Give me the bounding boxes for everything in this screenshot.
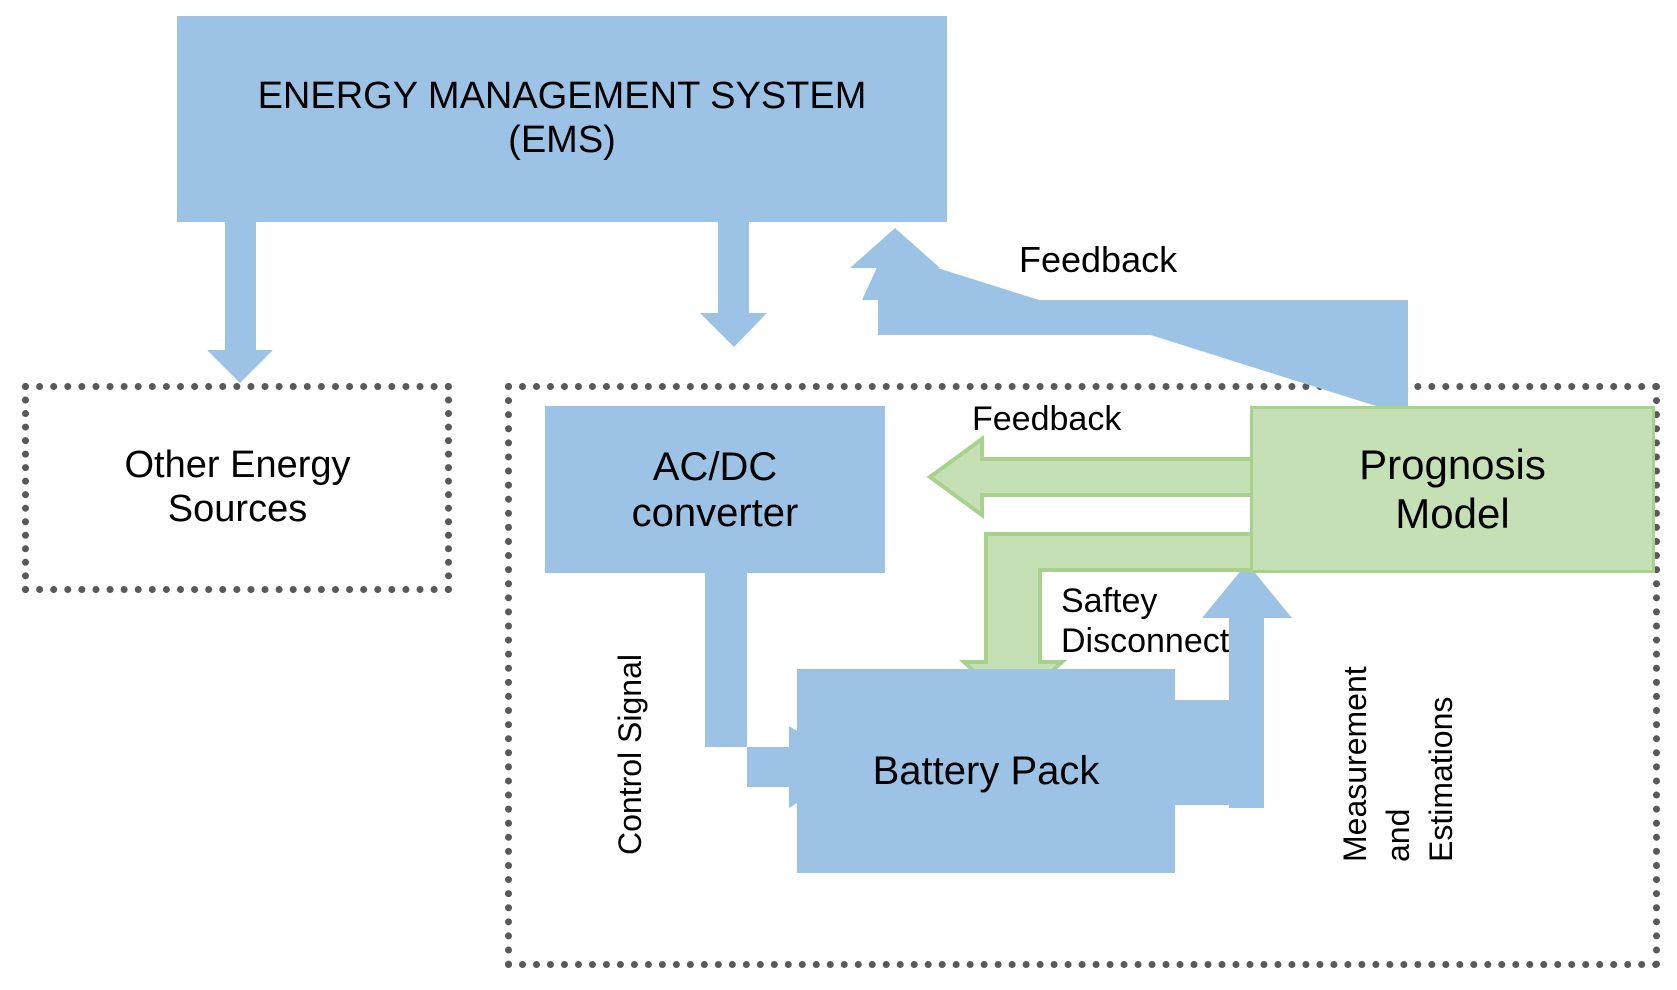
safety-disconnect-label-line2: Disconnect (1061, 622, 1230, 660)
arrow-prognosis-to-acdc-feedback (926, 435, 1254, 519)
battery-pack-label: Battery Pack (872, 749, 1100, 793)
acdc-converter-box[interactable]: AC/DC converter (545, 406, 885, 573)
prognosis-model-box[interactable]: Prognosis Model (1250, 406, 1655, 573)
acdc-label-line1: AC/DC (652, 444, 778, 489)
other-energy-sources-box[interactable]: Other Energy Sources (45, 400, 430, 575)
prognosis-label-line2: Model (1395, 489, 1510, 537)
measurement-estimations-label-line3: Estimations (1423, 696, 1459, 862)
measurement-estimations-label-line2: and (1380, 808, 1416, 862)
feedback-label-ems: Feedback (1019, 239, 1178, 280)
battery-pack-box[interactable]: Battery Pack (797, 669, 1175, 873)
ems-label-line1: ENERGY MANAGEMENT SYSTEM (257, 75, 867, 118)
ems-label-line2: (EMS) (508, 119, 616, 161)
arrow-battery-to-prognosis (1175, 563, 1292, 808)
measurement-estimations-label-line1: Measurement (1337, 666, 1373, 862)
arrow-ems-to-acdc (700, 222, 767, 347)
arrow-prognosis-to-ems-feedback (850, 228, 1408, 408)
arrow-ems-to-other-sources (207, 222, 273, 383)
safety-disconnect-label-line1: Saftey (1061, 582, 1158, 620)
ems-box[interactable]: ENERGY MANAGEMENT SYSTEM (EMS) (177, 16, 947, 222)
other-sources-label-line1: Other Energy (124, 443, 351, 486)
other-sources-group-border (22, 383, 452, 593)
acdc-label-line2: converter (631, 490, 799, 535)
control-signal-label: Control Signal (612, 654, 648, 855)
feedback-label-acdc: Feedback (972, 400, 1122, 438)
other-sources-label-line2: Sources (167, 487, 308, 530)
battery-system-group-border (505, 383, 1660, 968)
prognosis-label-line1: Prognosis (1359, 441, 1546, 489)
